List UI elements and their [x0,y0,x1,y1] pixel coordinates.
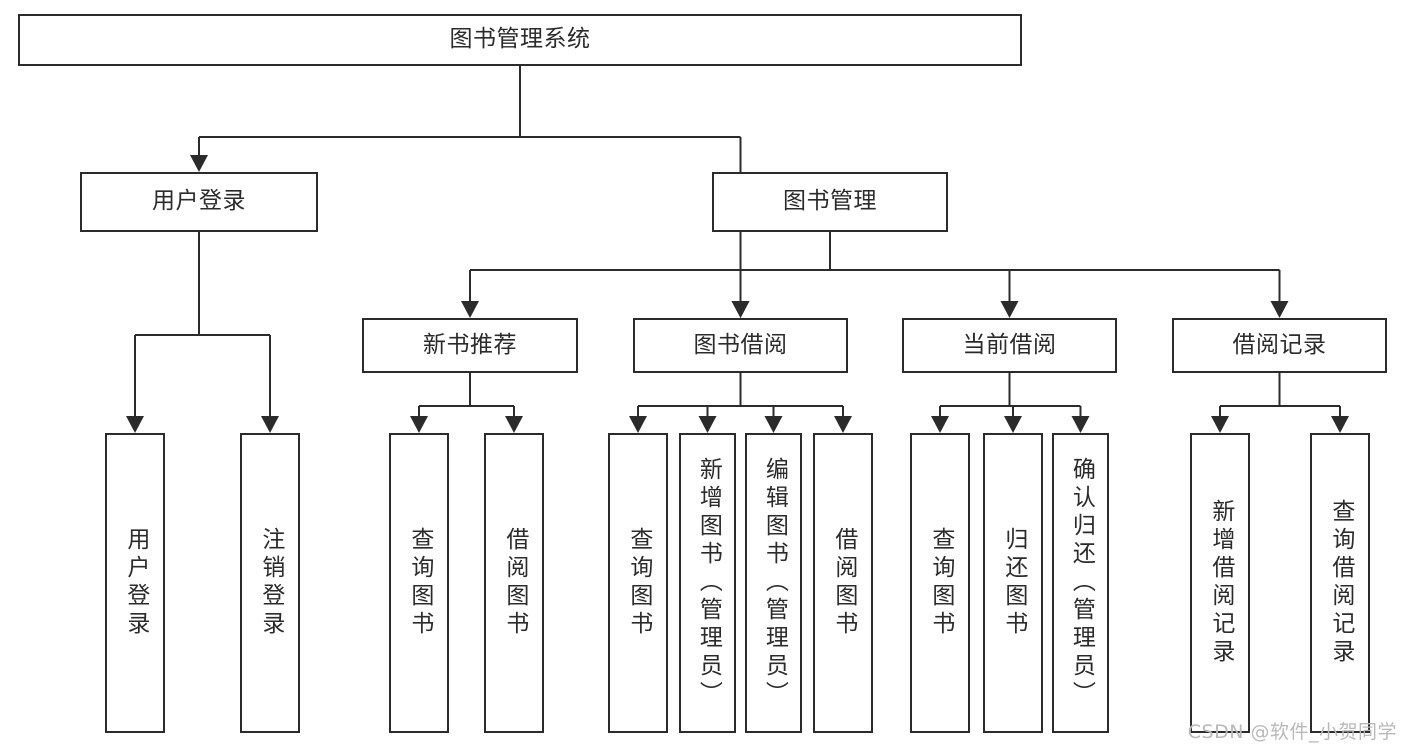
arrowhead-icon [834,416,852,433]
node-label: 查询图书 [927,527,954,639]
node-leaf-borrow-1[interactable]: 借阅图书 [484,433,544,733]
node-leaf-query-1[interactable]: 查询图书 [389,433,449,733]
arrowhead-icon [461,301,479,318]
node-label: 图书管理 [783,188,877,215]
node-label: 当前借阅 [962,331,1057,358]
arrowhead-icon [261,416,279,433]
node-label: 查询图书 [406,527,433,639]
node-book-borrow[interactable]: 图书借阅 [633,318,848,373]
node-user-login[interactable]: 用户登录 [80,172,318,232]
node-leaf-query-3[interactable]: 查询图书 [910,433,970,733]
node-leaf-logout[interactable]: 注销登录 [240,433,300,733]
node-label: 查询借阅记录 [1327,499,1354,667]
node-label: 归还图书 [1000,527,1027,639]
node-root[interactable]: 图书管理系统 [18,14,1022,66]
node-leaf-query-rec[interactable]: 查询借阅记录 [1310,433,1370,733]
node-label: 借阅记录 [1232,331,1327,358]
node-book-manage[interactable]: 图书管理 [712,172,948,232]
arrowhead-icon [731,301,750,318]
node-leaf-edit-book[interactable]: 编辑图书（管理员） [745,433,802,733]
arrowhead-icon [190,155,208,172]
node-label: 查询图书 [625,527,652,639]
arrowhead-icon [764,416,783,433]
node-label: 确认归还（管理员） [1068,457,1095,709]
node-leaf-borrow-2[interactable]: 借阅图书 [813,433,873,733]
arrowhead-icon [1000,301,1019,318]
node-label: 图书管理系统 [449,26,591,53]
arrowhead-icon [505,416,523,433]
node-label: 用户登录 [152,188,246,215]
node-label: 新增图书（管理员） [695,457,722,709]
node-leaf-add-book[interactable]: 新增图书（管理员） [679,433,736,733]
node-label: 新增借阅记录 [1207,499,1234,667]
arrowhead-icon [629,416,647,433]
node-label: 借阅图书 [830,527,857,639]
node-label: 注销登录 [257,527,284,639]
node-label: 借阅图书 [501,527,528,639]
arrowhead-icon [1211,416,1229,433]
node-new-book-rec[interactable]: 新书推荐 [362,318,578,373]
watermark: CSDN @软件_小贺同学 [1187,721,1397,743]
arrowhead-icon [410,416,428,433]
node-label: 图书借阅 [693,331,788,358]
node-leaf-confirm[interactable]: 确认归还（管理员） [1052,433,1109,733]
node-leaf-return[interactable]: 归还图书 [983,433,1043,733]
node-label: 用户登录 [122,527,149,639]
node-current-borrow[interactable]: 当前借阅 [902,318,1117,373]
arrowhead-icon [1331,416,1349,433]
node-label: 编辑图书（管理员） [761,457,788,709]
arrowhead-icon [931,416,949,433]
node-borrow-record[interactable]: 借阅记录 [1172,318,1387,373]
arrowhead-icon [1071,416,1090,433]
arrowhead-icon [731,301,750,318]
node-label: 新书推荐 [423,331,517,358]
node-leaf-query-2[interactable]: 查询图书 [608,433,668,733]
node-leaf-user-login[interactable]: 用户登录 [105,433,165,733]
arrowhead-icon [1004,416,1022,433]
node-leaf-add-rec[interactable]: 新增借阅记录 [1190,433,1250,733]
arrowhead-icon [698,416,717,433]
arrowhead-icon [126,416,144,433]
arrowhead-icon [1270,301,1289,318]
